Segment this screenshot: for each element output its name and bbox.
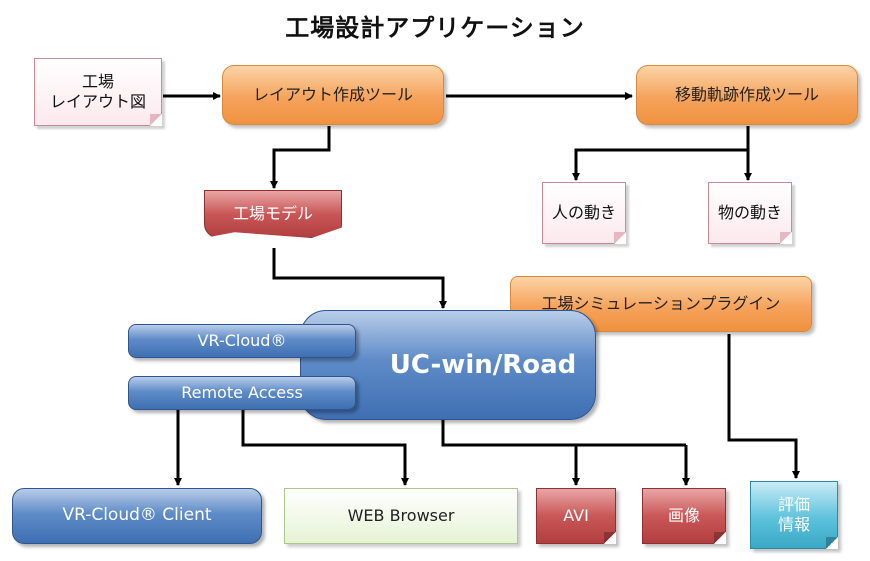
arrow-remote-to-browser — [241, 410, 409, 486]
arrow-trajectory-to-human — [572, 126, 750, 181]
arrow-ucwin-to-avi — [441, 420, 580, 486]
evaluation-info-node: 評価 情報 — [750, 481, 838, 549]
diagram-title: 工場設計アプリケーション — [285, 14, 585, 42]
vr-cloud-node: VR-Cloud® — [128, 324, 356, 358]
layout-tool-label: レイアウト作成ツール — [252, 85, 413, 104]
trajectory-tool-label: 移動軌跡作成ツール — [674, 85, 819, 104]
evaluation-line1: 評価 — [777, 495, 810, 514]
object-motion-node: 物の動き — [708, 182, 792, 244]
remote-access-node: Remote Access — [128, 376, 356, 410]
image-node: 画像 — [642, 488, 726, 544]
factory-layout-line1: 工場 — [81, 72, 114, 91]
arrow-plugin-to-evaluation — [727, 334, 800, 479]
web-browser-label: WEB Browser — [347, 506, 455, 525]
trajectory-tool-node: 移動軌跡作成ツール — [636, 65, 858, 125]
evaluation-line2: 情報 — [777, 515, 810, 534]
simulation-plugin-label: 工場シミュレーションプラグイン — [541, 294, 781, 313]
vr-cloud-client-node: VR-Cloud® Client — [12, 488, 262, 544]
object-motion-label: 物の動き — [717, 203, 782, 222]
layout-tool-node: レイアウト作成ツール — [222, 65, 444, 125]
web-browser-node: WEB Browser — [284, 488, 518, 544]
factory-model-node: 工場モデル — [204, 190, 342, 238]
human-motion-node: 人の動き — [542, 182, 626, 244]
vr-cloud-label: VR-Cloud® — [197, 331, 287, 350]
arrow-model-to-ucwin — [272, 248, 447, 309]
arrow-tool-to-model — [270, 126, 331, 189]
factory-model-label: 工場モデル — [232, 204, 313, 223]
remote-access-label: Remote Access — [181, 383, 303, 402]
uc-win-road-label: UC-win/Road — [389, 349, 577, 380]
factory-layout-line2: レイアウト図 — [49, 92, 146, 111]
vr-cloud-client-label: VR-Cloud® Client — [62, 505, 212, 526]
factory-layout-drawing-node: 工場 レイアウト図 — [34, 58, 162, 126]
avi-label: AVI — [563, 506, 589, 525]
avi-node: AVI — [536, 488, 616, 544]
image-label: 画像 — [667, 506, 700, 525]
human-motion-label: 人の動き — [551, 203, 616, 222]
